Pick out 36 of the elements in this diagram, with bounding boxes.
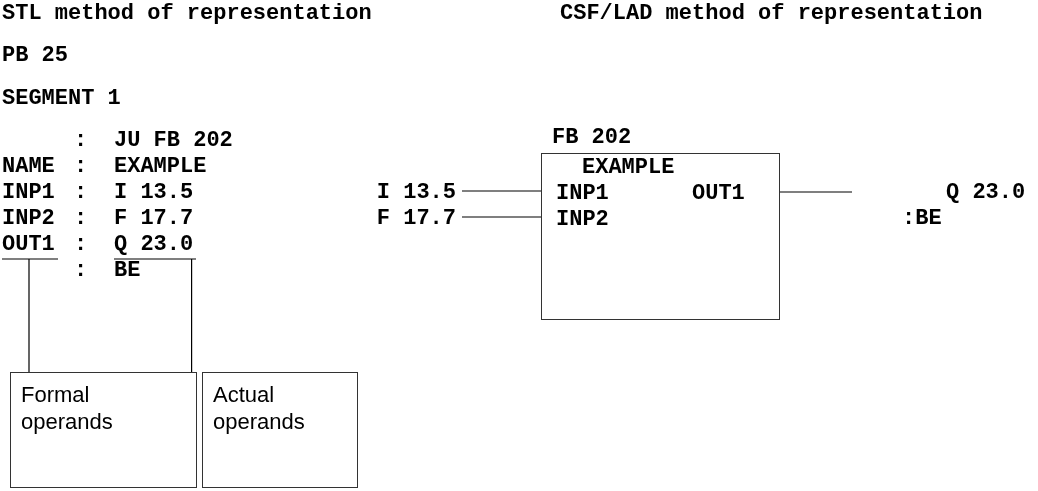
block-pin: INP1 xyxy=(556,182,609,206)
block-pin: OUT1 xyxy=(692,182,745,206)
code-text: : xyxy=(74,155,88,179)
operand-text: Q 23.0 xyxy=(114,233,194,257)
code-text: Q 23.0 xyxy=(946,181,1026,205)
code-text: : xyxy=(74,259,88,283)
code-text: :BE xyxy=(902,207,942,231)
code-text: NAME xyxy=(2,155,55,179)
code-text: : xyxy=(74,129,88,153)
operand-text: F 17.7 xyxy=(366,207,456,231)
callout-box: Actual operands xyxy=(202,372,358,488)
code-text: SEGMENT 1 xyxy=(2,87,121,111)
block-pin: INP2 xyxy=(556,208,609,232)
code-text: JU FB 202 xyxy=(114,129,233,153)
code-text: INP1 xyxy=(2,181,55,205)
code-text: F 17.7 xyxy=(114,207,194,231)
heading: STL method of representation xyxy=(2,2,372,26)
connection-line xyxy=(779,191,853,193)
connection-line xyxy=(461,190,542,192)
leader-line xyxy=(1,258,59,373)
operand-text: I 13.5 xyxy=(366,181,456,205)
callout-box: Formal operands xyxy=(10,372,197,488)
block-title: FB 202 xyxy=(552,126,632,150)
code-text: BE xyxy=(114,259,141,283)
code-text: : xyxy=(74,233,88,257)
block-name: EXAMPLE xyxy=(582,156,675,180)
code-text: PB 25 xyxy=(2,44,68,68)
code-text: : xyxy=(74,207,88,231)
code-text: EXAMPLE xyxy=(114,155,207,179)
leader-line xyxy=(113,258,197,373)
code-text: INP2 xyxy=(2,207,55,231)
code-text: I 13.5 xyxy=(114,181,194,205)
code-text: : xyxy=(74,181,88,205)
connection-line xyxy=(461,216,542,218)
operand-text: OUT1 xyxy=(2,233,56,257)
heading: CSF/LAD method of representation xyxy=(560,2,983,26)
